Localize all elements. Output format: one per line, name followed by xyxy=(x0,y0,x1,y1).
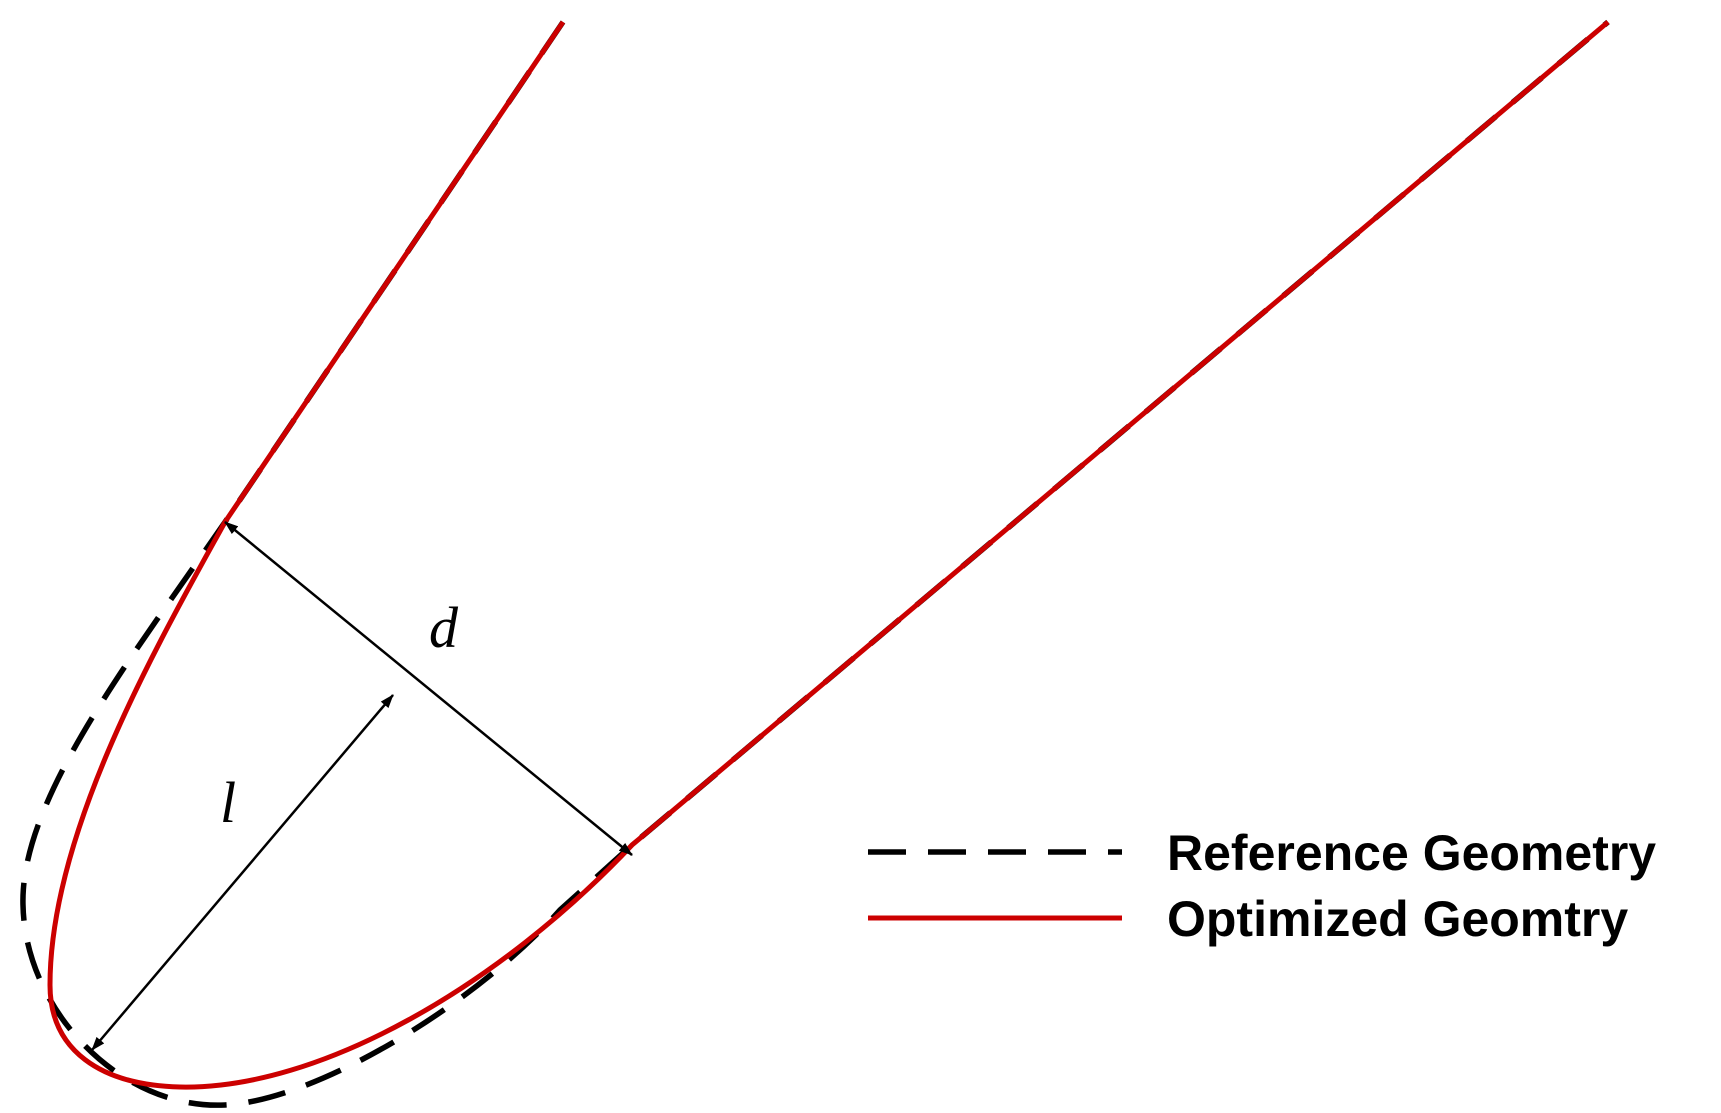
d-dimension-arrow xyxy=(224,521,633,856)
l-label: l xyxy=(220,770,236,835)
l-dimension-arrow xyxy=(91,694,394,1051)
legend: Reference Geometry Optimized Geomtry xyxy=(868,825,1656,947)
d-label: d xyxy=(429,595,459,660)
legend-optimized-label: Optimized Geomtry xyxy=(1167,891,1628,947)
legend-reference-label: Reference Geometry xyxy=(1167,825,1656,881)
reference-geometry-curve xyxy=(20,19,1610,1108)
